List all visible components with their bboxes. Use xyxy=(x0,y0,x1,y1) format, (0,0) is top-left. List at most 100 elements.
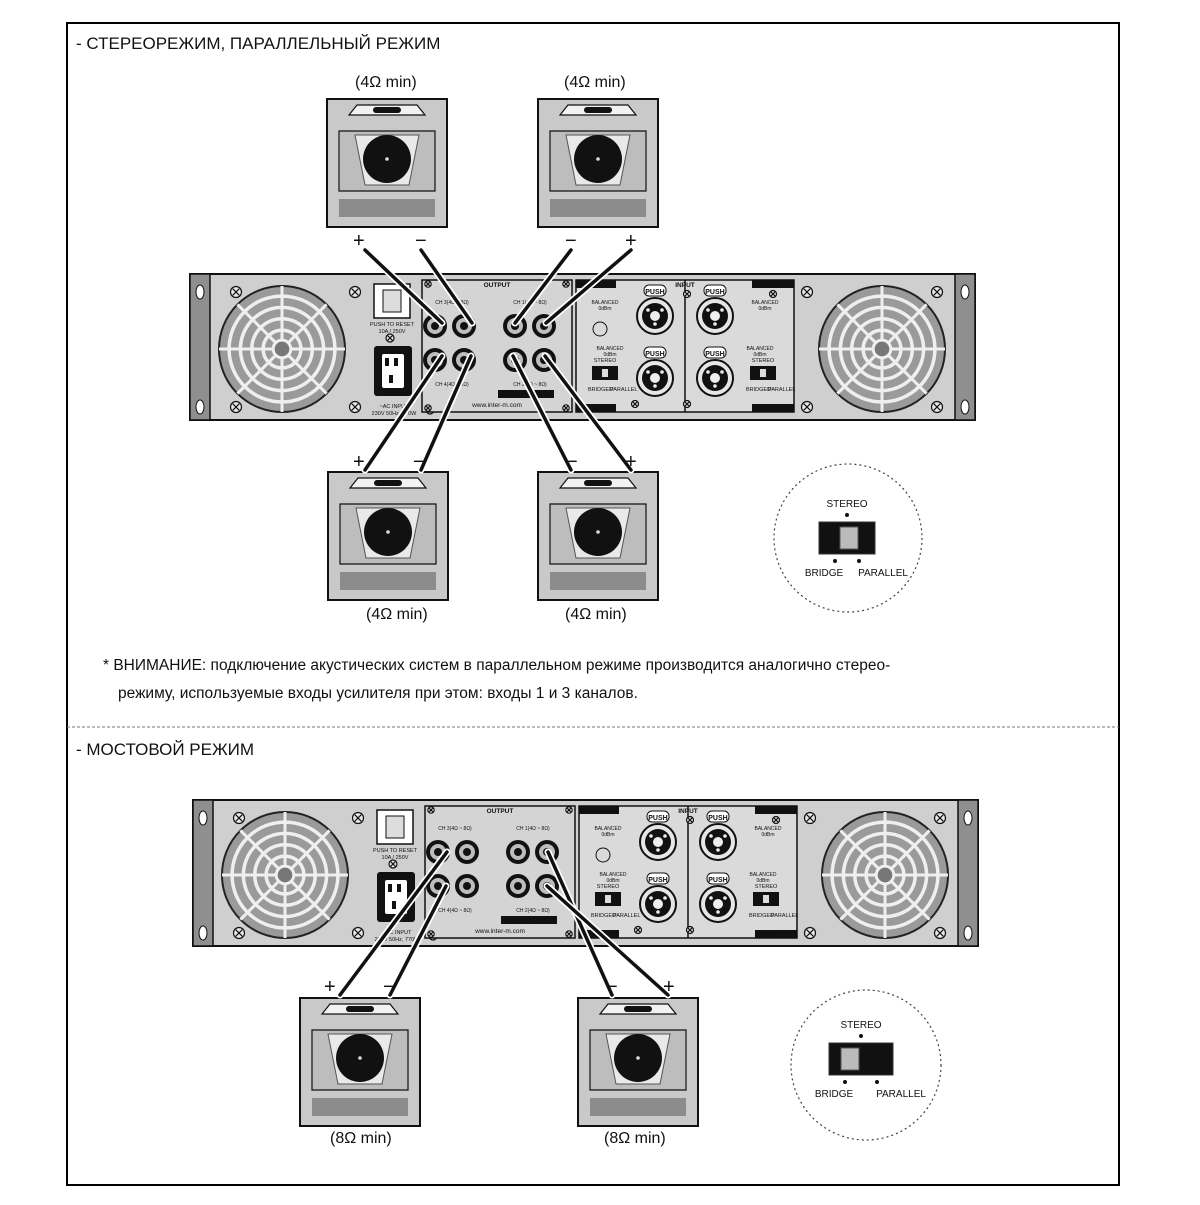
level-label: 0dBm xyxy=(761,832,774,838)
woofer-dustcap xyxy=(386,530,390,534)
screw-icon xyxy=(682,289,692,299)
impedance-label: (4Ω min) xyxy=(366,606,428,623)
rack-ear-left xyxy=(189,273,211,421)
stereo-label: STEREO xyxy=(594,358,617,364)
push-release-tab: PUSH xyxy=(706,872,730,885)
cabinet-base xyxy=(339,199,435,217)
screw-icon xyxy=(562,404,570,412)
outer-frame xyxy=(66,22,1120,1186)
impedance-label: (4Ω min) xyxy=(355,74,417,91)
tweeter-slot xyxy=(374,480,402,486)
plus-sign: + xyxy=(663,976,675,998)
screw-icon xyxy=(385,333,395,343)
rack-slot xyxy=(198,810,208,826)
channel2-tag xyxy=(752,404,794,412)
ch4-output-label: CH 4(4Ω ~ 8Ω) xyxy=(438,908,472,914)
stereo-label: STEREO xyxy=(755,884,778,890)
push-label: PUSH xyxy=(705,351,724,358)
screw-icon xyxy=(229,400,243,414)
bridge-output-label: BRIDGE (8 ~ 16Ω) xyxy=(505,393,547,399)
woofer-dustcap xyxy=(596,530,600,534)
impedance-label: (8Ω min) xyxy=(330,1130,392,1147)
plus-sign: + xyxy=(353,230,365,252)
xlr-combo-jack-icon xyxy=(699,885,737,923)
breaker-rating-label: 10A / 250V xyxy=(382,855,409,861)
reset-label: PUSH TO RESET xyxy=(370,322,415,328)
ch4-output-label: CH 4(4Ω ~ 8Ω) xyxy=(435,382,469,388)
push-release-tab: PUSH xyxy=(646,810,670,823)
bridge-pointer xyxy=(833,559,837,563)
plus-sign: + xyxy=(324,976,336,998)
screw-icon xyxy=(633,925,643,935)
screw-icon xyxy=(565,930,573,938)
tweeter-slot xyxy=(624,1006,652,1012)
channel1-tag xyxy=(755,806,797,814)
cabinet-base xyxy=(340,572,436,590)
tweeter-slot xyxy=(346,1006,374,1012)
cabinet-base xyxy=(312,1098,408,1116)
switch-parallel-label: PARALLEL xyxy=(858,568,908,579)
bridged-label: BRIDGED xyxy=(588,387,613,393)
minus-sign: − xyxy=(415,230,427,252)
screw-icon xyxy=(427,930,435,938)
impedance-label: (4Ω min) xyxy=(564,74,626,91)
level-label: 0dBm xyxy=(756,878,769,884)
speaker-terminal-icon xyxy=(455,840,479,864)
ac-pin xyxy=(392,901,396,909)
speaker-cable xyxy=(363,248,444,325)
channel1-label: CHANNEL 1 xyxy=(758,809,787,815)
stereo-section-title: - СТЕРЕОРЕЖИМ, ПАРАЛЛЕЛЬНЫЙ РЕЖИМ xyxy=(76,34,441,53)
level-label: 0dBm xyxy=(606,878,619,884)
screw-icon xyxy=(424,404,432,412)
input-label: INPUT xyxy=(675,282,695,289)
speaker-cable xyxy=(544,248,633,325)
cabinet-base xyxy=(550,572,646,590)
screw-icon xyxy=(229,285,243,299)
screw-icon xyxy=(800,285,814,299)
tweeter-slot xyxy=(584,107,612,113)
parallel-pointer xyxy=(857,559,861,563)
breaker-face xyxy=(382,289,402,313)
channel3-tag xyxy=(579,806,619,814)
ch3-output-label: CH 3(4Ω ~ 8Ω) xyxy=(438,826,472,832)
switch-bridge-label: BRIDGE xyxy=(805,568,844,579)
tweeter-slot xyxy=(373,107,401,113)
speaker-cable xyxy=(511,354,573,472)
channel2-tag xyxy=(755,930,797,938)
speaker-cable xyxy=(338,850,449,997)
stereo-pointer xyxy=(845,513,849,517)
woofer-dustcap xyxy=(385,157,389,161)
push-release-tab: PUSH xyxy=(646,872,670,885)
screw-icon xyxy=(562,280,570,288)
mode-switch-knob xyxy=(840,1047,860,1071)
speaker-terminal-icon xyxy=(506,840,530,864)
xlr-combo-jack-icon xyxy=(639,823,677,861)
screw-icon xyxy=(771,815,781,825)
ac-pin xyxy=(388,884,392,892)
screw-icon xyxy=(682,399,692,409)
cooling-fan-icon xyxy=(818,285,946,413)
level-label: 0dBm xyxy=(601,832,614,838)
stereo-pointer xyxy=(859,1034,863,1038)
cooling-fan-icon xyxy=(821,811,949,939)
tweeter-slot xyxy=(584,480,612,486)
mode-switch-knob xyxy=(839,526,859,550)
output-label: OUTPUT xyxy=(484,282,511,289)
xlr-combo-jack-icon xyxy=(636,297,674,335)
xlr-combo-jack-icon xyxy=(636,359,674,397)
parallel-pointer xyxy=(875,1080,879,1084)
bridged-label: BRIDGED xyxy=(749,913,774,919)
rack-slot xyxy=(195,284,205,300)
balanced-label: BALANCED xyxy=(595,826,622,832)
screw-icon xyxy=(348,285,362,299)
speaker-cabinet xyxy=(299,997,421,1127)
screw-icon xyxy=(630,399,640,409)
input-label: INPUT xyxy=(678,808,698,815)
push-label: PUSH xyxy=(708,815,727,822)
screw-icon xyxy=(768,289,778,299)
speaker-cable xyxy=(543,354,633,472)
switch-stereo-label: STEREO xyxy=(840,1020,881,1031)
